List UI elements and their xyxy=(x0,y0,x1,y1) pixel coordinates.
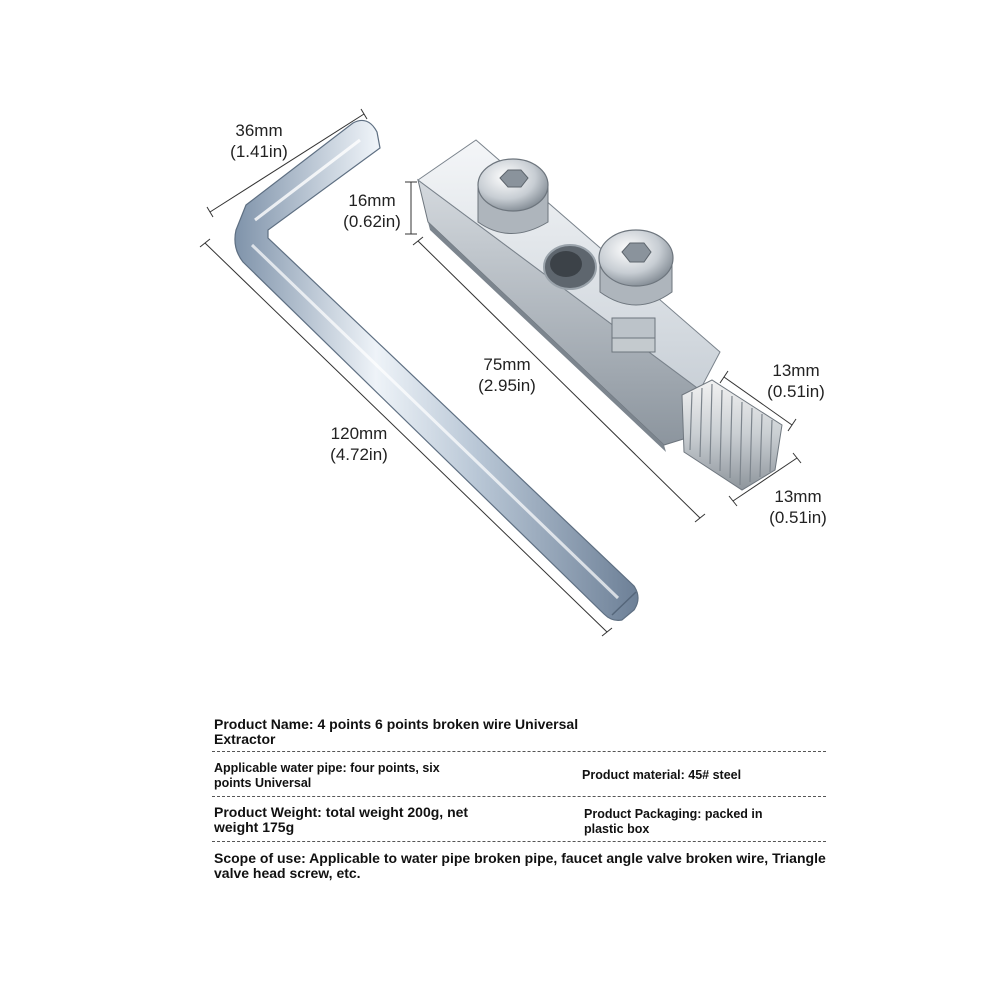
dim-mm: 36mm xyxy=(235,121,283,140)
dim-mm: 13mm xyxy=(774,487,822,506)
dimension-label-tip-length: 13mm (0.51in) xyxy=(758,360,834,402)
extractor-tip xyxy=(681,379,783,491)
dim-in: (0.62in) xyxy=(343,212,401,231)
dim-mm: 75mm xyxy=(483,355,531,374)
bolt-head-1 xyxy=(477,158,549,234)
extractor-body xyxy=(417,139,721,452)
dim-in: (1.41in) xyxy=(230,142,288,161)
spec-row-weight-packaging: Product Weight: total weight 200g, net w… xyxy=(212,797,826,842)
spec-packaging: Product Packaging: packed in plastic box xyxy=(584,807,763,836)
product-illustration xyxy=(199,108,802,637)
dim-mm: 120mm xyxy=(330,424,388,443)
spec-scope: Scope of use: Applicable to water pipe b… xyxy=(214,850,826,881)
spec-table: Product Name: 4 points 6 points broken w… xyxy=(212,714,826,892)
spec-material: Product material: 45# steel xyxy=(582,768,742,782)
hex-key-wrench xyxy=(234,119,639,621)
spec-product-name: Product Name: 4 points 6 points broken w… xyxy=(214,716,579,747)
dimension-label-body-length: 75mm (2.95in) xyxy=(468,354,546,396)
dim-in: (0.51in) xyxy=(767,382,825,401)
dim-in: (4.72in) xyxy=(330,445,388,464)
dimension-label-body-height: 16mm (0.62in) xyxy=(336,190,408,232)
spec-row-pipe-material: Applicable water pipe: four points, six … xyxy=(212,752,826,797)
dim-mm: 13mm xyxy=(772,361,820,380)
dimension-label-tip-width: 13mm (0.51in) xyxy=(760,486,836,528)
dim-in: (2.95in) xyxy=(478,376,536,395)
dimension-lines xyxy=(199,108,802,637)
dim-mm: 16mm xyxy=(348,191,396,210)
dimension-label-wrench-long: 120mm (4.72in) xyxy=(320,423,398,465)
bolt-head-2 xyxy=(598,229,674,353)
spec-row-name: Product Name: 4 points 6 points broken w… xyxy=(212,714,826,752)
dimension-label-wrench-short: 36mm (1.41in) xyxy=(220,120,298,162)
spec-weight: Product Weight: total weight 200g, net w… xyxy=(214,804,469,835)
dim-in: (0.51in) xyxy=(769,508,827,527)
spec-applicable-pipe: Applicable water pipe: four points, six … xyxy=(214,761,440,790)
spec-row-scope: Scope of use: Applicable to water pipe b… xyxy=(212,842,826,892)
